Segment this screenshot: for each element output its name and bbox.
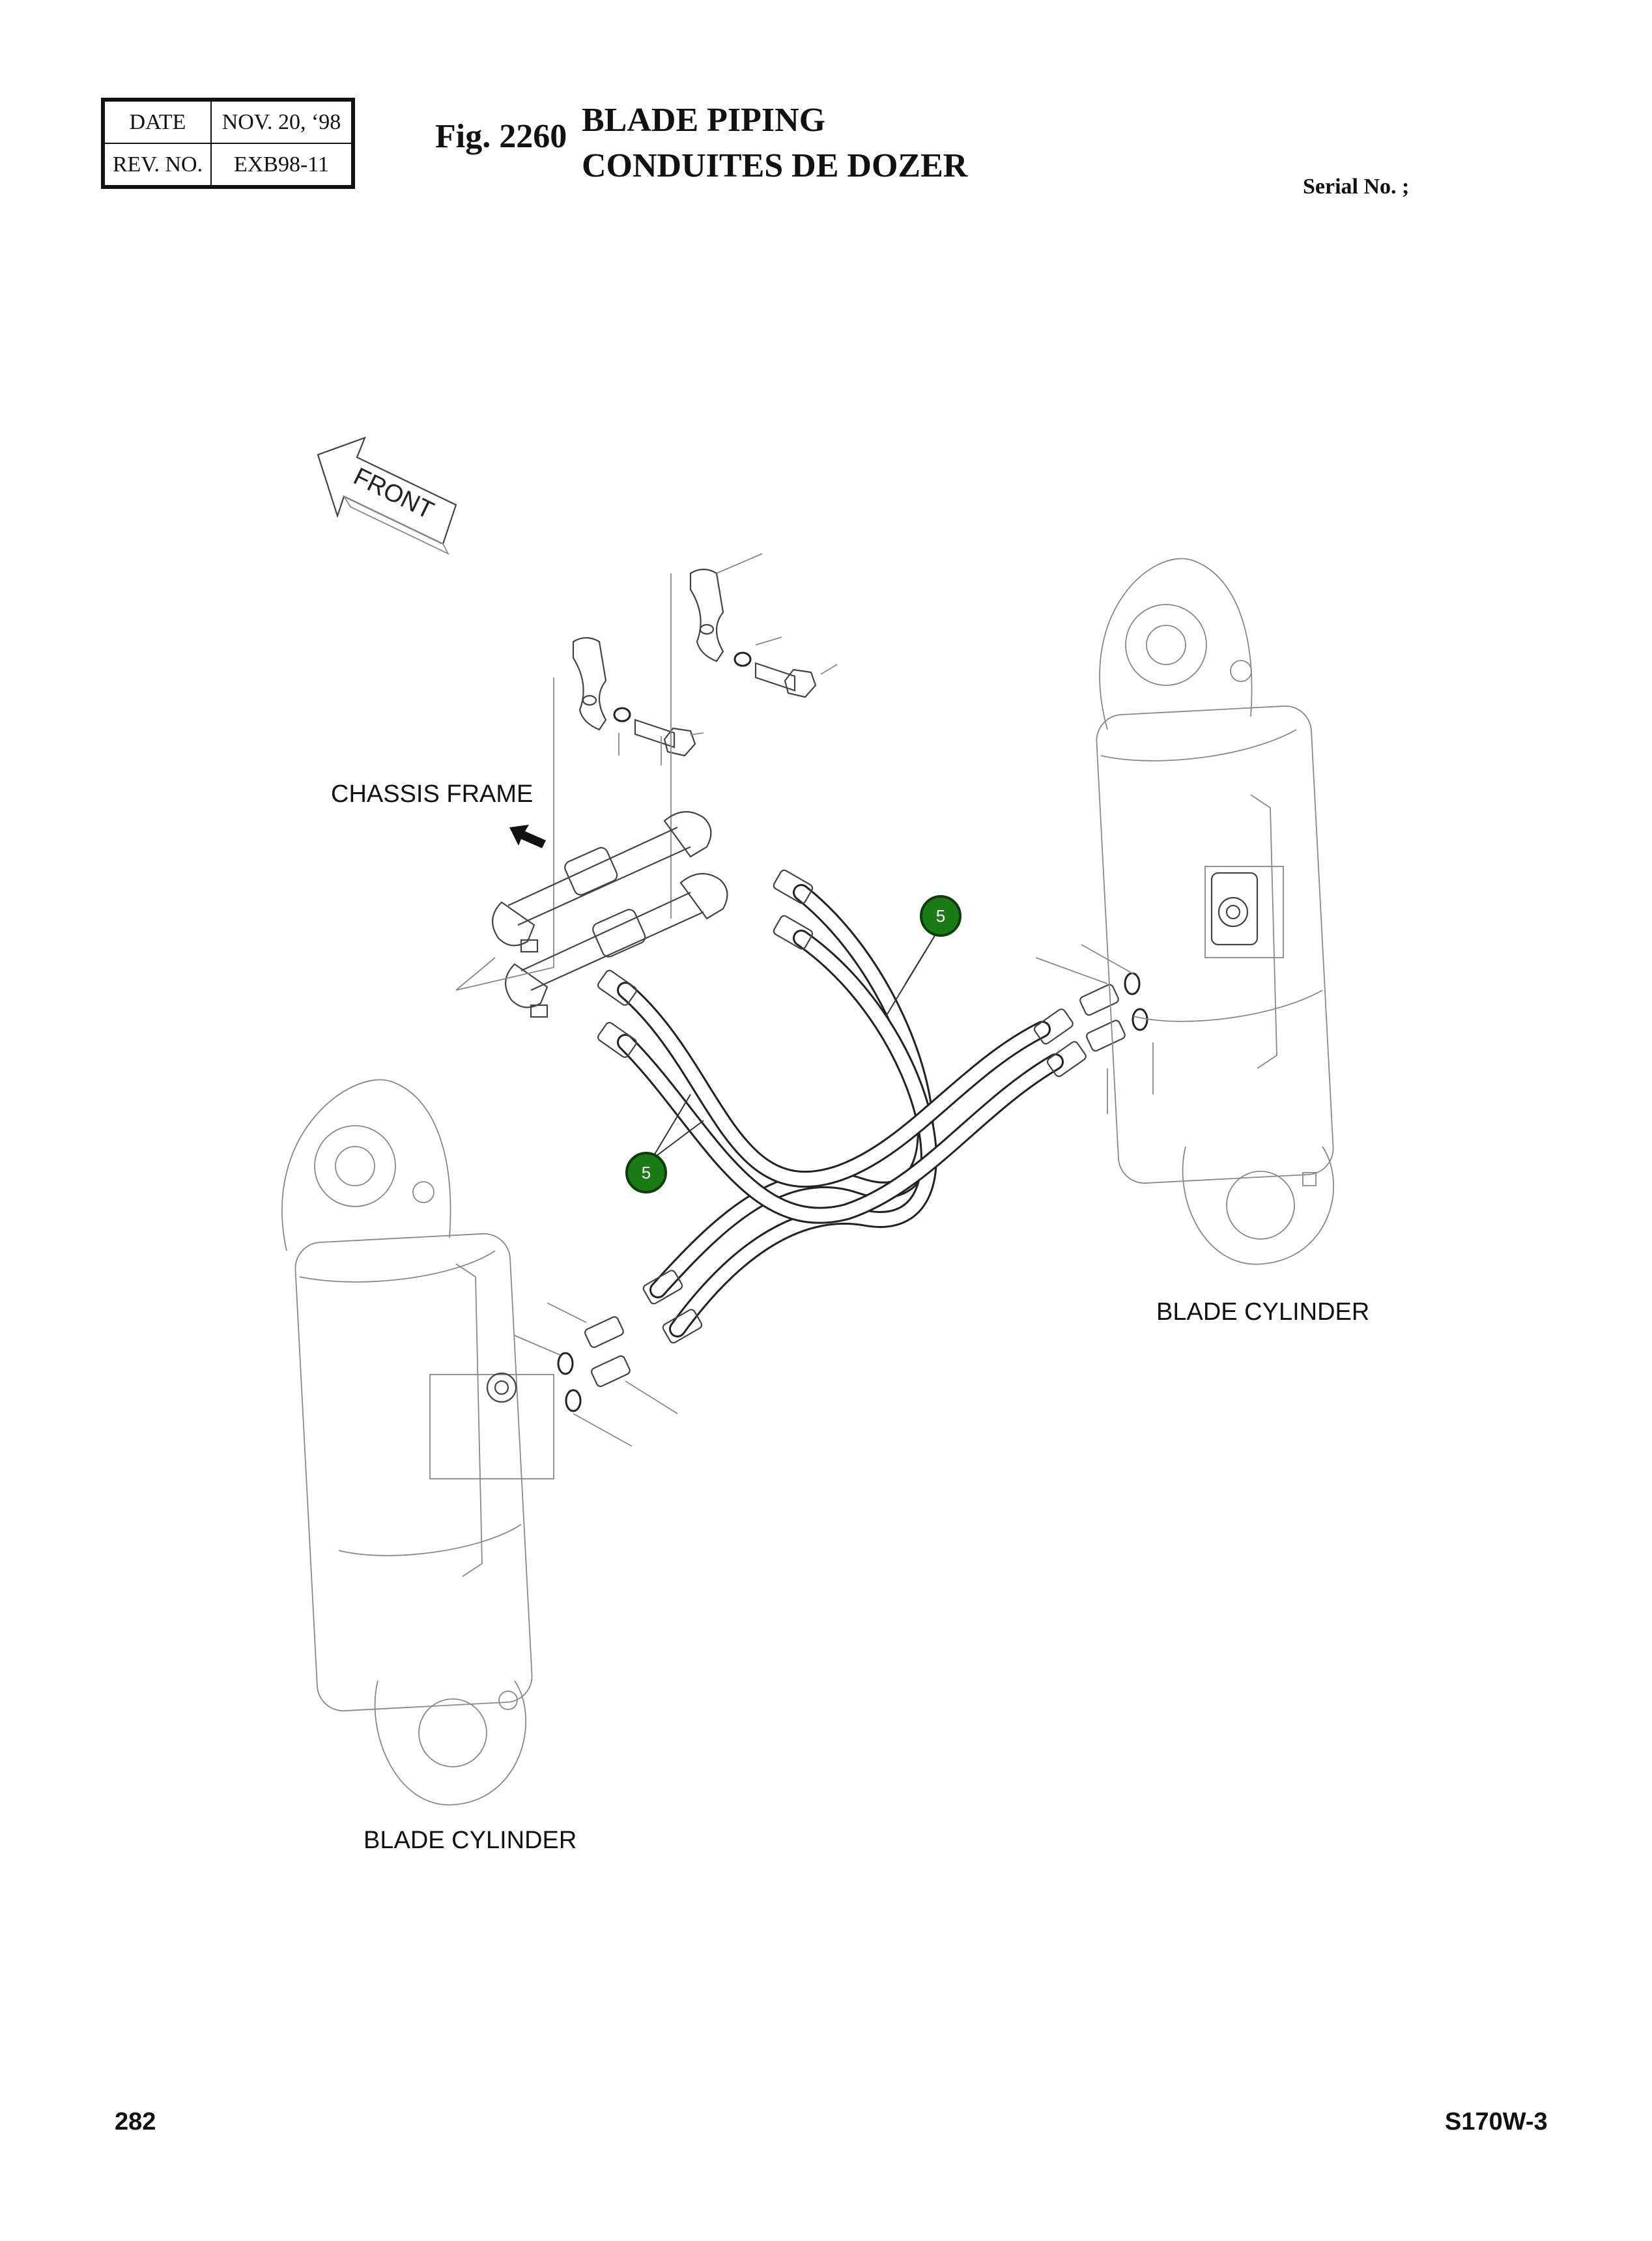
rev-label: REV. NO. — [104, 143, 212, 186]
callout-lower: 5 — [625, 1152, 667, 1193]
chassis-pipes — [455, 811, 728, 1018]
date-label: DATE — [104, 100, 212, 144]
serial-number: Serial No. ; — [1303, 175, 1410, 199]
front-label: FRONT — [349, 463, 438, 524]
callout-upper-text: 5 — [936, 906, 945, 926]
blade-cylinder-left — [281, 1079, 554, 1806]
front-arrow-icon: FRONT — [317, 436, 457, 555]
rev-value: EXB98-11 — [210, 143, 352, 186]
model-code: S170W-3 — [1445, 2108, 1548, 2135]
clamp-assembly — [553, 553, 838, 967]
left-adapters — [514, 1302, 678, 1447]
callout-upper: 5 — [920, 895, 961, 937]
blade-cylinder-right — [1096, 558, 1335, 1265]
right-adapters — [1035, 944, 1154, 1114]
figure-number: Fig. 2260 — [435, 118, 567, 155]
callout-lower-text: 5 — [642, 1163, 651, 1182]
blade-cylinder-right-label: BLADE CYLINDER — [1156, 1298, 1370, 1326]
title-english: BLADE PIPING — [582, 102, 826, 139]
figure-title: BLADE PIPING CONDUITES DE DOZER — [582, 98, 967, 189]
revision-box: DATE NOV. 20, ‘98 REV. NO. EXB98-11 — [101, 98, 355, 189]
chassis-frame-label: CHASSIS FRAME — [331, 780, 534, 808]
callout-upper-leader — [885, 924, 942, 1017]
callout-lower-leader — [651, 1094, 704, 1160]
blade-cylinder-left-label: BLADE CYLINDER — [363, 1827, 577, 1854]
page-number: 282 — [115, 2108, 156, 2135]
date-value: NOV. 20, ‘98 — [210, 100, 352, 144]
hoses — [597, 869, 1087, 1344]
title-french: CONDUITES DE DOZER — [582, 147, 968, 184]
chassis-arrow-icon — [509, 825, 546, 848]
